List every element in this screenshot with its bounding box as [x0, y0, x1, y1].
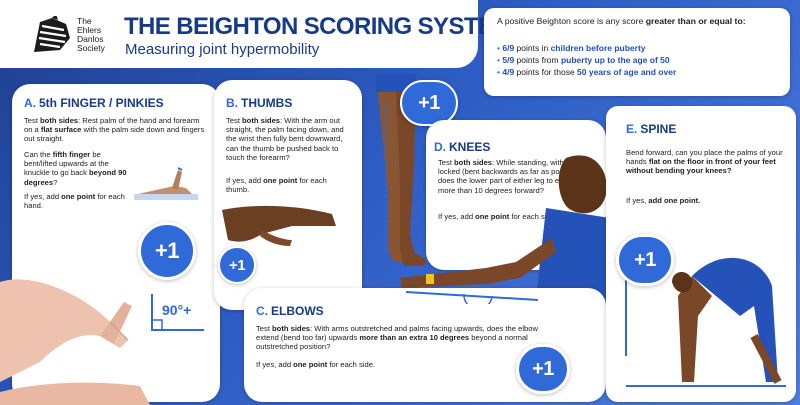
score-group: 50 years of age and over	[577, 67, 677, 77]
page-title: THE BEIGHTON SCORING SYSTEM	[124, 13, 513, 40]
card-title: A.5th FINGER / PINKIES	[24, 96, 164, 110]
card-text: Can the fifth finger be bent/lifted upwa…	[24, 150, 127, 187]
score-value: 4/9	[502, 67, 515, 77]
card-text: If yes, add one point for each side	[438, 212, 555, 221]
logo-line: Society	[77, 43, 105, 53]
card-title-text: SPINE	[640, 122, 677, 136]
info-intro-bold: greater than or equal to:	[645, 16, 746, 26]
card-letter: C.	[256, 304, 268, 318]
card-letter: E.	[626, 122, 638, 136]
card-title-text: KNEES	[449, 140, 491, 154]
plus-one-badge: +1	[516, 344, 570, 394]
card-title-text: ELBOWS	[271, 304, 324, 318]
card-letter: D.	[434, 140, 446, 154]
thumb-to-forearm-image	[222, 200, 340, 260]
forward-bend-image	[622, 236, 790, 396]
logo	[30, 14, 72, 56]
logo-text: The Ehlers Danlos Society	[77, 17, 105, 53]
elbow-person-image	[396, 138, 610, 298]
score-value: 6/9	[502, 43, 515, 53]
info-intro-text: A positive Beighton score is any score	[497, 16, 646, 26]
logo-line: Ehlers	[77, 25, 102, 35]
info-intro: A positive Beighton score is any score g…	[497, 16, 746, 26]
zebra-logo-icon	[34, 14, 70, 52]
list-item: • 5/9 points from puberty up to the age …	[497, 55, 670, 65]
hand-on-table-image	[134, 164, 198, 204]
plus-one-badge: +1	[616, 234, 674, 286]
card-text: If yes, add one point.	[626, 196, 701, 205]
logo-line: The	[77, 16, 92, 26]
score-text: points from	[514, 55, 561, 65]
page-subtitle: Measuring joint hypermobility	[125, 41, 320, 58]
card-text: Test both sides: Rest palm of the hand a…	[24, 116, 205, 144]
plus-one-badge: +1	[138, 222, 196, 280]
list-item: • 4/9 points for those 50 years of age a…	[497, 67, 677, 77]
angle-indicator	[150, 292, 206, 332]
score-group: children before puberty	[550, 43, 646, 53]
card-text: If yes, add one point for each thumb.	[226, 176, 327, 195]
card-title: E.SPINE	[626, 122, 676, 136]
card-title-text: THUMBS	[241, 96, 293, 110]
card-text: Test both sides: While standing, with kn…	[438, 158, 587, 195]
card-title: D.KNEES	[434, 140, 490, 154]
card-letter: A.	[24, 96, 36, 110]
score-text: points for those	[514, 67, 578, 77]
card-title: C.ELBOWS	[256, 304, 324, 318]
card-text: If yes, add one point for each hand.	[24, 192, 125, 211]
card-title-text: 5th FINGER / PINKIES	[39, 96, 164, 110]
header-panel	[0, 0, 478, 68]
card-text: If yes, add one point for each side.	[256, 360, 376, 369]
card-text: Test both sides: With arms outstretched …	[256, 324, 538, 352]
card-letter: B.	[226, 96, 238, 110]
info-box: A positive Beighton score is any score g…	[484, 8, 790, 96]
score-text: points in	[514, 43, 551, 53]
card-text: Test both sides: With the arm out straig…	[226, 116, 344, 162]
score-group: puberty up to the age of 50	[560, 55, 670, 65]
plus-one-badge: +1	[400, 80, 458, 126]
card-title: B.THUMBS	[226, 96, 292, 110]
score-value: 5/9	[502, 55, 515, 65]
logo-line: Danlos	[77, 34, 104, 44]
knees-legs-image	[366, 74, 430, 274]
info-list: • 6/9 points in children before puberty …	[497, 42, 676, 78]
angle-label: 90°+	[162, 302, 192, 318]
pinkie-hands-image	[0, 262, 170, 405]
list-item: • 6/9 points in children before puberty	[497, 43, 646, 53]
elbow-angle-indicator	[404, 290, 540, 310]
plus-one-badge: +1	[218, 246, 256, 284]
card-text: Bend forward, can you place the palms of…	[626, 148, 783, 176]
